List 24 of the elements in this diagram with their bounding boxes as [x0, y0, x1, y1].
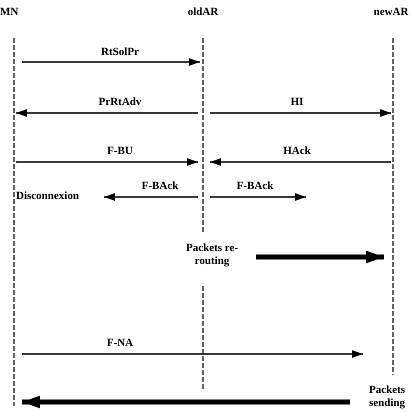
- message-label: F-NA: [106, 337, 134, 350]
- message-label: RtSolPr: [101, 46, 139, 59]
- arrow: [22, 396, 350, 408]
- participant-label: oldAR: [186, 6, 220, 19]
- message-label: F-BAck: [236, 180, 274, 193]
- message-label: F-BAck: [142, 180, 178, 193]
- arrow: [256, 250, 384, 264]
- message-label: PrRtAdv: [98, 96, 142, 109]
- note-text: Packets sending: [368, 384, 406, 410]
- message-label: F-BU: [107, 145, 133, 158]
- arrow: [104, 193, 198, 201]
- note-text: Disconnexion: [16, 190, 79, 203]
- participant-label: MN: [0, 6, 20, 19]
- arrow: [16, 109, 198, 117]
- arrow: [210, 193, 306, 201]
- arrow: [22, 350, 363, 358]
- participant-label: newAR: [373, 6, 409, 19]
- arrow: [210, 109, 391, 117]
- arrow: [16, 158, 198, 166]
- message-label: HAck: [283, 145, 311, 158]
- arrow: [22, 58, 200, 66]
- note-text: Packets re-routing: [184, 242, 240, 268]
- message-label: HI: [290, 96, 304, 109]
- arrow: [210, 158, 391, 166]
